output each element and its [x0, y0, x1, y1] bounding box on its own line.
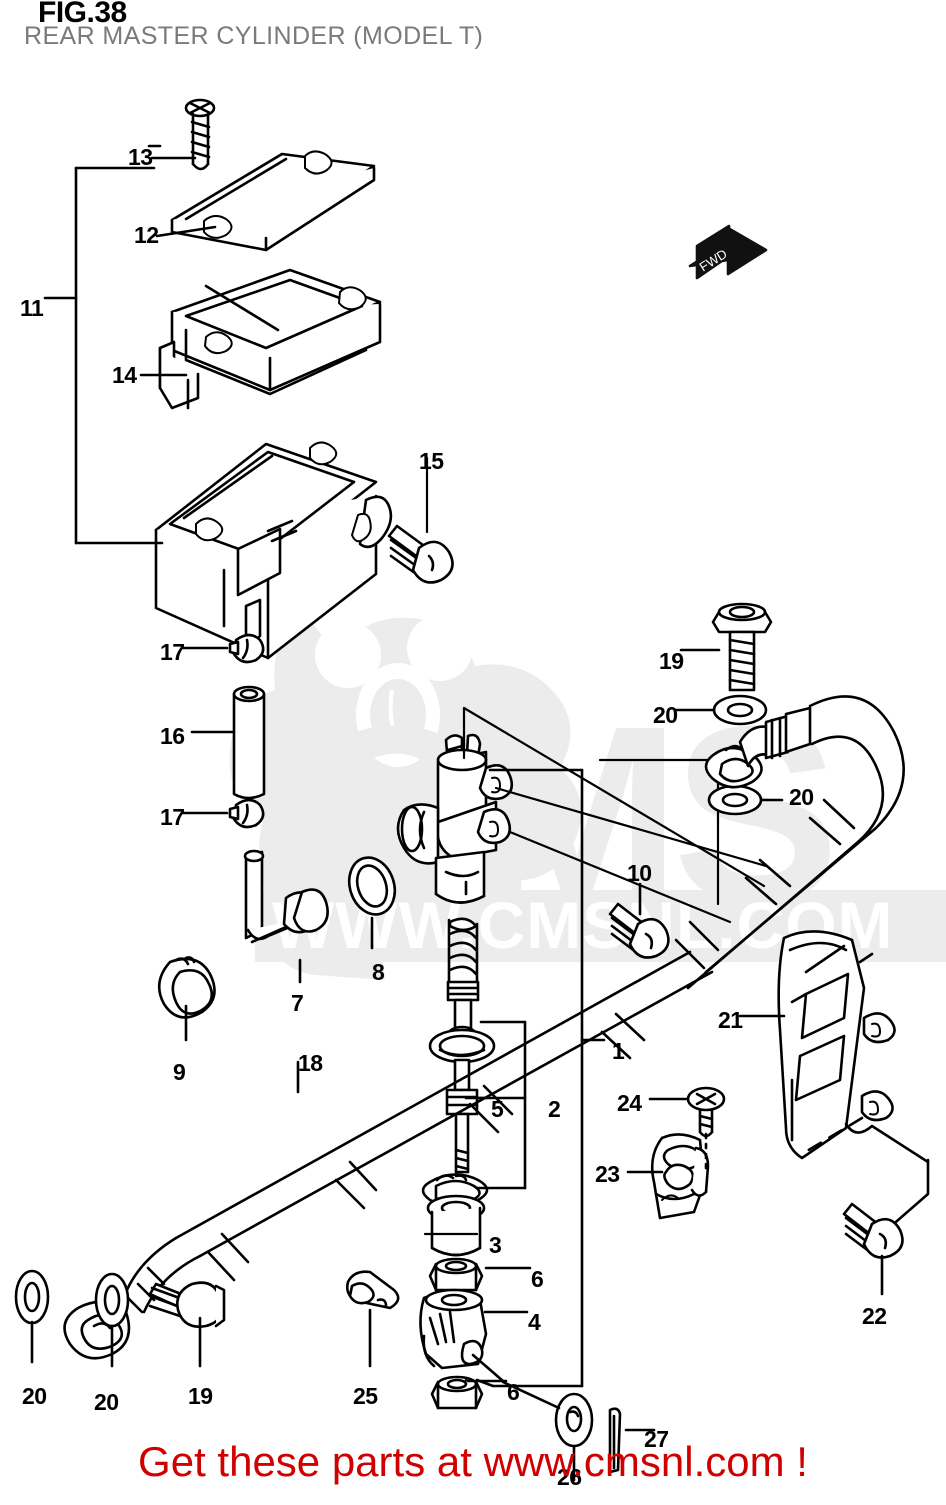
callout-19-left: 19 — [188, 1383, 213, 1409]
leader-26 — [501, 1380, 561, 1410]
part-6-nut-upper — [428, 1257, 484, 1292]
callout-20-r2: 20 — [789, 784, 814, 810]
callout-20-r1: 20 — [653, 702, 678, 728]
part-20-washer-bl-2 — [94, 1272, 130, 1368]
part-15-bolt — [387, 456, 454, 584]
page-title: REAR MASTER CYLINDER (MODEL T) — [24, 22, 484, 50]
callout-12: 12 — [134, 222, 159, 248]
part-9-snap-ring — [157, 956, 216, 1042]
promo-footer: Get these parts at www.cmsnl.com ! — [138, 1438, 808, 1485]
part-26-washer — [554, 1392, 594, 1482]
part-19-banjo-bolt-right — [679, 602, 773, 692]
callout-5: 5 — [491, 1096, 504, 1122]
callout-6-lower: 6 — [507, 1379, 520, 1405]
part-1-master-cylinder-body — [396, 733, 514, 904]
callout-22: 22 — [862, 1303, 887, 1329]
part-20-washer-right-upper — [674, 694, 768, 726]
callout-8: 8 — [372, 959, 385, 985]
callout-14: 14 — [112, 362, 137, 388]
part-20-washer-bl-1 — [14, 1269, 50, 1364]
callout-9: 9 — [173, 1059, 186, 1085]
callout-7: 7 — [291, 990, 304, 1016]
part-19-banjo-bolt-left — [148, 1281, 226, 1368]
part-11-reservoir-body — [154, 441, 393, 660]
callout-11: 11 — [20, 295, 44, 321]
figure-number: FIG.38 — [38, 0, 127, 29]
callout-25: 25 — [353, 1383, 378, 1409]
part-12-reservoir-cap — [170, 150, 376, 252]
callout-24: 24 — [617, 1090, 642, 1116]
callout-23: 23 — [595, 1161, 620, 1187]
callout-3: 3 — [489, 1232, 502, 1258]
part-2-push-rod-assembly — [428, 917, 496, 1174]
part-17-clamp-lower — [181, 798, 265, 829]
part-23-hose-guide — [626, 1133, 710, 1220]
part-27-cotter-pin — [608, 1407, 656, 1474]
part-25-pin — [346, 1270, 400, 1368]
callout-10: 10 — [627, 860, 652, 886]
part-4-clevis — [419, 1288, 488, 1370]
part-22-bolt — [842, 1202, 904, 1296]
part-8-oring — [347, 856, 397, 950]
callout-15: 15 — [419, 448, 444, 474]
callout-20-l1: 20 — [22, 1383, 47, 1409]
callout-6-upper: 6 — [531, 1266, 544, 1292]
callout-17-upper: 17 — [160, 639, 185, 665]
part-16-hose — [190, 685, 266, 800]
callout-17-lower: 17 — [160, 804, 185, 830]
callout-18: 18 — [298, 1050, 323, 1076]
callout-20-l2: 20 — [94, 1389, 119, 1415]
part-10-screw — [608, 882, 670, 959]
callout-16: 16 — [160, 723, 185, 749]
callout-4: 4 — [528, 1309, 541, 1335]
callout-27: 27 — [644, 1426, 669, 1452]
leader-6-lower — [471, 1353, 505, 1383]
diagram-header: FIG.38 REAR MASTER CYLINDER (MODEL T) — [0, 0, 946, 60]
fwd-arrow-marker: FWD — [688, 224, 768, 280]
part-24-screw — [648, 1086, 726, 1176]
part-14-diaphragm — [158, 268, 382, 410]
part-3-piston-set — [421, 1173, 489, 1257]
part-7-hose-joint — [243, 849, 329, 984]
callout-21: 21 — [718, 1007, 743, 1033]
callout-1: 1 — [612, 1038, 625, 1064]
part-6-nut-lower — [430, 1375, 484, 1410]
callout-2: 2 — [548, 1096, 561, 1122]
callout-19-right: 19 — [659, 648, 684, 674]
part-17-clamp-upper — [181, 633, 265, 664]
assembly-guide-lines — [462, 706, 768, 924]
part-13-screw — [184, 98, 216, 171]
callout-13: 13 — [128, 144, 153, 170]
callout-bracket-11 — [43, 144, 164, 545]
part-20-washer-right-lower — [707, 784, 784, 816]
part-21-heat-shield — [738, 930, 930, 1236]
callout-26: 26 — [557, 1464, 582, 1490]
leader-lines-reservoir — [139, 156, 217, 377]
